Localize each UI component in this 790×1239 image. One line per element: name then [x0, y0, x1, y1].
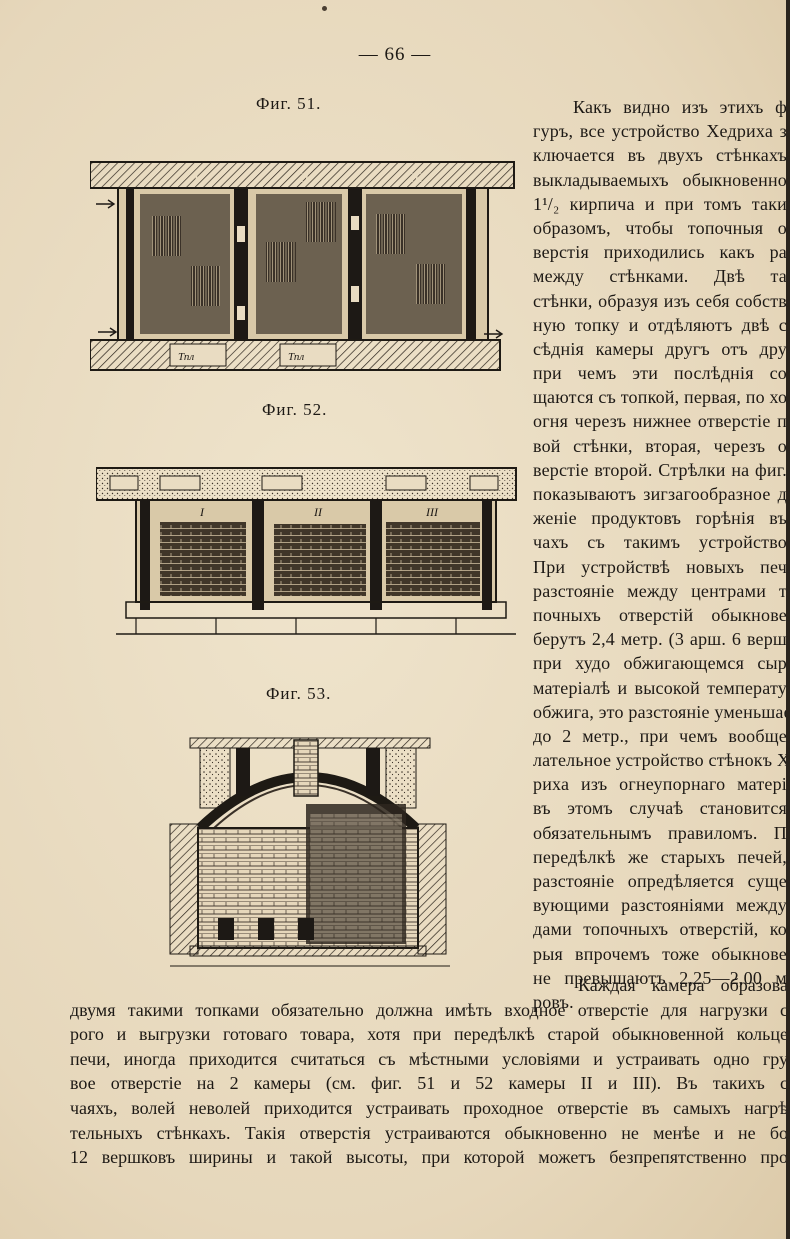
figure-52-label-3: III	[425, 505, 439, 519]
ink-dot	[322, 6, 327, 11]
text-line: верстія приходились какъ ра	[533, 242, 787, 263]
figure-51-label-1: I	[193, 170, 199, 185]
text-line: вой стѣнки, вторая, черезъ о	[533, 435, 787, 456]
right-column-text: Какъ видно изъ этихъ ф гуръ, все устройс…	[533, 95, 787, 1014]
text-line: щаются съ топкой, первая, по хо	[533, 387, 787, 408]
figure-52-label-2: II	[313, 505, 323, 519]
text-line: дами топочныхъ отверстій, ко	[533, 919, 787, 940]
text-line: до 2 метр., при чемъ вообще	[533, 725, 787, 746]
text-line: вое отверстіе на 2 камеры (см. фиг. 51 и…	[70, 1073, 788, 1094]
text-line: въ этомъ случаѣ становится	[533, 798, 787, 819]
text-line: передѣлкѣ же старыхъ печей,	[533, 846, 787, 867]
text-line: лательное устройство стѣнокъ Х	[533, 750, 787, 771]
text-line: верстіе второй. Стрѣлки на фиг.	[533, 459, 787, 480]
text-line: не превышаютъ 2,25—2,00 м	[533, 967, 787, 988]
text-line: рого и выгрузки готоваго товара, хотя пр…	[70, 1024, 788, 1045]
text-line: огня черезъ нижнее отверстіе п	[533, 411, 787, 432]
text-line: сѣднія камеры другъ отъ дру	[533, 338, 787, 359]
figure-51-label-3: III	[409, 170, 424, 185]
page-number: — 66 —	[358, 44, 432, 65]
figure-53-drawing	[169, 737, 450, 967]
text-line: При устройствѣ новыхъ печ	[533, 556, 787, 577]
bottom-paragraph: Каждая камера образова двумя такими топк…	[70, 973, 788, 1170]
text-line: вующими разстояніями между	[533, 895, 787, 916]
text-line: чаяхъ, волей неволей приходится устраива…	[70, 1097, 788, 1118]
text-line: матеріалѣ и высокой температу	[533, 677, 787, 698]
text-line: показываютъ зигзагообразное д	[533, 484, 787, 504]
page-edge	[786, 0, 790, 1239]
text-line: стѣнки, образуя изъ себя собств	[533, 290, 787, 311]
text-line: 12 вершковъ ширины и такой высоты, при к…	[70, 1147, 788, 1168]
figure-51-drawing: I II III Тпл Тпл	[90, 161, 515, 371]
text-line: между стѣнками. Двѣ та	[533, 266, 787, 287]
figure-52-label-1: I	[199, 505, 205, 519]
figure-53-caption: Фиг. 53.	[266, 684, 332, 703]
figure-51-label-2: II	[299, 170, 309, 185]
text-line: рыя впрочемъ тоже обыкнове	[533, 943, 787, 964]
figure-51-caption: Фиг. 51.	[256, 94, 322, 113]
text-line: выкладываемыхъ обыкновенно	[533, 169, 787, 190]
text-line: Какъ видно изъ этихъ ф	[573, 97, 787, 117]
text-line: при худо обжигающемся сыр	[533, 653, 787, 674]
text-line: берутъ 2,4 метр. (3 арш. 6 верш	[533, 629, 787, 650]
text-line: ровъ.	[533, 991, 574, 1012]
text-line: тельныхъ стѣнкахъ. Такія отверстія устра…	[70, 1122, 788, 1143]
text-line: двумя такими топками обязательно должна …	[70, 999, 788, 1020]
text-line: риха изъ огнеупорнаго матері	[533, 774, 787, 795]
text-line: 1¹/₂ кирпича и при томъ таки	[533, 193, 787, 214]
text-line: гуръ, все устройство Хедриха з	[533, 121, 787, 142]
figure-52-caption: Фиг. 52.	[262, 400, 328, 419]
text-line: Каждая камера образова	[578, 975, 788, 995]
text-line: при чемъ эти послѣднія со	[533, 363, 787, 384]
text-line: чахъ съ такимъ устройство	[533, 532, 787, 553]
figure-51-floor-label-2: Тпл	[288, 351, 304, 363]
text-line: обязательнымъ правиломъ. П	[533, 822, 787, 843]
text-line: женіе продуктовъ горѣнія въ	[533, 508, 787, 529]
text-line: ную топку и отдѣляютъ двѣ с	[533, 314, 787, 335]
text-line: ключается въ двухъ стѣнкахъ	[533, 145, 787, 166]
text-line: образомъ, чтобы топочныя о	[533, 217, 787, 238]
text-line: обжига, это разстояніе уменьшае	[533, 701, 787, 722]
text-line: разстояніе между центрами т	[533, 580, 787, 601]
text-line: почныхъ отверстій обыкнове	[533, 604, 787, 625]
text-line: печи, иногда приходится считаться съ мѣс…	[70, 1048, 788, 1069]
text-line: разстояніе опредѣляется суще	[533, 871, 787, 891]
figure-51-floor-label-1: Тпл	[178, 351, 194, 363]
figure-52-drawing: I II III	[96, 467, 517, 635]
